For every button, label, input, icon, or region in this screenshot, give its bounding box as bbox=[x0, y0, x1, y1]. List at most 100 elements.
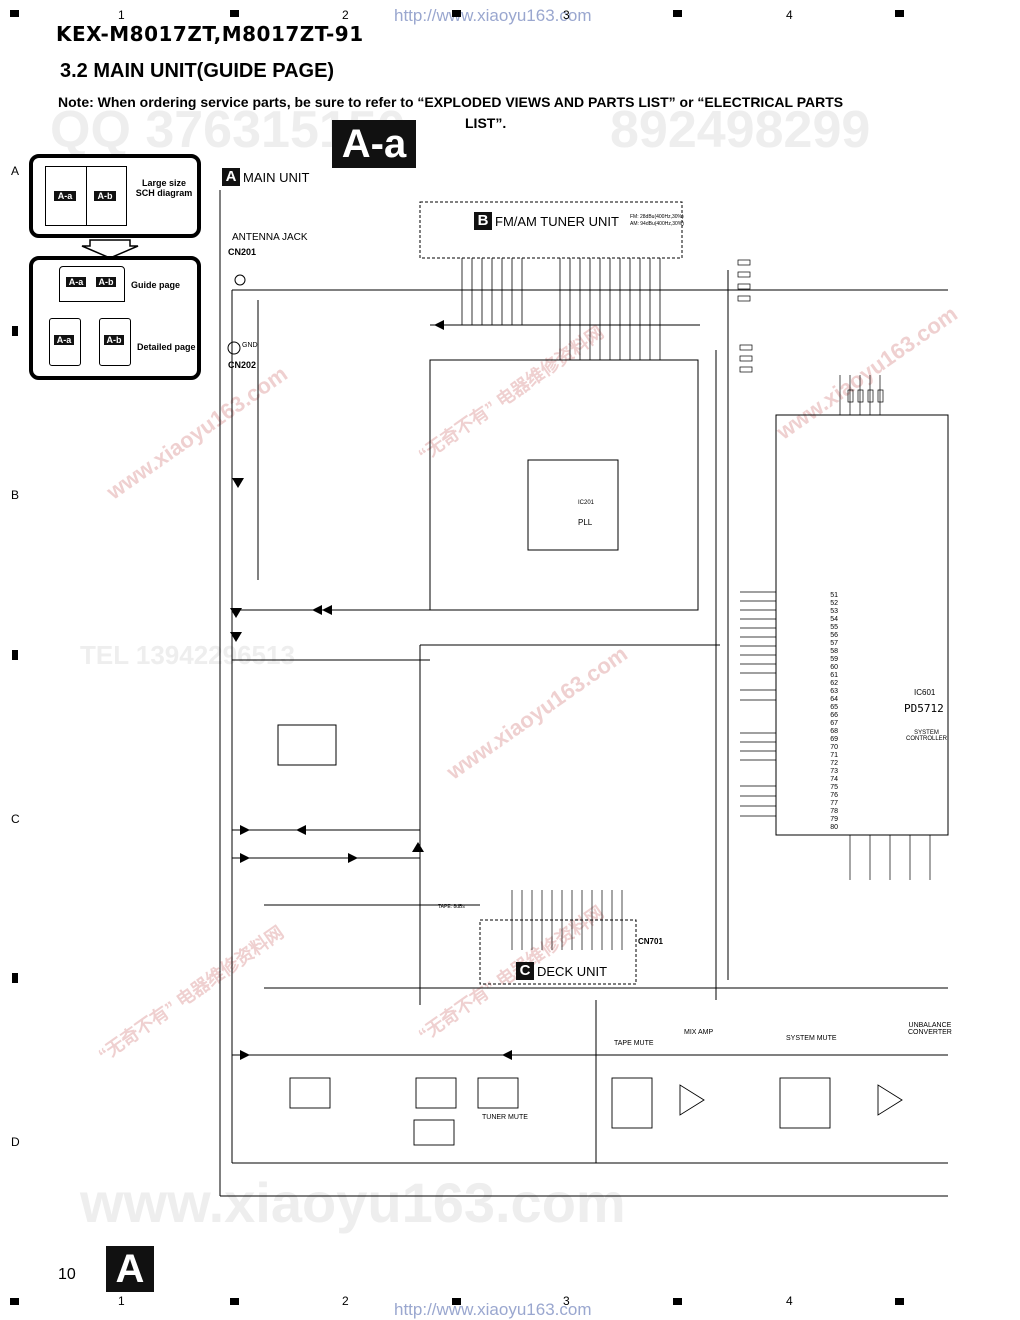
col-1-top: 1 bbox=[118, 8, 125, 22]
pin: 54 bbox=[830, 616, 838, 623]
deck-unit-label: C DECK UNIT bbox=[516, 962, 607, 980]
guide-arrow bbox=[81, 239, 139, 259]
deck-unit-letter: C bbox=[516, 962, 534, 980]
row-tick-3 bbox=[12, 973, 18, 983]
col-1-bottom: 1 bbox=[118, 1294, 125, 1308]
note-line-2: LIST”. bbox=[465, 115, 507, 131]
pin: 73 bbox=[830, 768, 838, 775]
large-label: Large size SCH diagram bbox=[135, 178, 193, 198]
pin: 61 bbox=[830, 672, 838, 679]
pin: 58 bbox=[830, 648, 838, 655]
row-tick-2 bbox=[12, 650, 18, 660]
tick-bottom-2 bbox=[452, 1298, 461, 1305]
main-unit-text: MAIN UNIT bbox=[243, 169, 310, 185]
cn202-label: CN202 bbox=[228, 360, 257, 370]
guide-large-box: A-a A-b Large size SCH diagram bbox=[29, 154, 201, 238]
cn201-label: CN201 bbox=[228, 247, 257, 257]
watermark-qq-number: 892498299 bbox=[610, 101, 871, 159]
pin: 63 bbox=[830, 688, 838, 695]
book-tag-b: A-b bbox=[96, 277, 116, 287]
pin: 75 bbox=[830, 784, 838, 791]
row-a: A bbox=[11, 164, 20, 178]
row-tick-1 bbox=[12, 326, 18, 336]
note-line-1: Note: When ordering service parts, be su… bbox=[58, 94, 844, 110]
mix-amp-label: MIX AMP bbox=[684, 1029, 714, 1036]
ic601-label: IC601 bbox=[914, 688, 936, 697]
pin: 74 bbox=[830, 776, 838, 783]
tick-top-3 bbox=[673, 10, 682, 17]
pd5712-label: PD5712 bbox=[904, 702, 944, 715]
tape-mute-label: TAPE MUTE bbox=[614, 1040, 654, 1047]
large-tag-a: A-a bbox=[54, 191, 76, 201]
tick-bottom-1 bbox=[230, 1298, 239, 1305]
pin: 78 bbox=[830, 808, 838, 815]
pin: 60 bbox=[830, 664, 838, 671]
cn701-label: CN701 bbox=[638, 937, 663, 946]
watermark-tel: TEL 13942296513 bbox=[80, 640, 295, 670]
tuner-unit-letter: B bbox=[474, 212, 492, 230]
page-icon-b: A-b bbox=[99, 318, 131, 366]
pin: 62 bbox=[830, 680, 838, 687]
tape-level-label: TAPE: 8dBs bbox=[438, 904, 465, 910]
tick-top-4 bbox=[895, 10, 904, 17]
main-unit-label: A MAIN UNIT bbox=[222, 168, 309, 186]
deck-unit-text: DECK UNIT bbox=[537, 963, 608, 979]
col-2-bottom: 2 bbox=[342, 1294, 349, 1308]
unbalance-converter-label: UNBALANCE CONVERTER bbox=[908, 1022, 952, 1036]
pin: 77 bbox=[830, 800, 838, 807]
pin: 68 bbox=[830, 728, 838, 735]
col-3-top: 3 bbox=[563, 8, 570, 22]
pin: 56 bbox=[830, 632, 838, 639]
pin: 67 bbox=[830, 720, 838, 727]
system-mute-label: SYSTEM MUTE bbox=[786, 1035, 837, 1042]
pin: 57 bbox=[830, 640, 838, 647]
pin: 51 bbox=[830, 592, 838, 599]
pin: 53 bbox=[830, 608, 838, 615]
pin: 76 bbox=[830, 792, 838, 799]
tick-bottom-0 bbox=[10, 1298, 19, 1305]
large-tag-b: A-b bbox=[94, 191, 116, 201]
col-4-bottom: 4 bbox=[786, 1294, 793, 1308]
page-number: 10 bbox=[58, 1266, 76, 1283]
ic201-label: IC201 bbox=[578, 500, 595, 506]
pin: 80 bbox=[830, 824, 838, 831]
antenna-jack-label: ANTENNA JACK bbox=[232, 232, 308, 243]
row-c: C bbox=[11, 812, 20, 826]
pin: 79 bbox=[830, 816, 838, 823]
book-icon: A-a A-b bbox=[59, 266, 125, 302]
pin: 72 bbox=[830, 760, 838, 767]
bottom-url: http://www.xiaoyu163.com bbox=[394, 1300, 592, 1319]
tick-bottom-4 bbox=[895, 1298, 904, 1305]
row-d: D bbox=[11, 1135, 20, 1149]
tick-bottom-3 bbox=[673, 1298, 682, 1305]
pin: 71 bbox=[830, 752, 838, 759]
row-b: B bbox=[11, 488, 20, 502]
page-tag-b: A-b bbox=[104, 335, 124, 345]
large-sheet-divider bbox=[86, 167, 87, 225]
tick-top-2 bbox=[452, 10, 461, 17]
page-badge: A-a bbox=[332, 120, 416, 168]
col-4-top: 4 bbox=[786, 8, 793, 22]
ic601-pins: 51 52 53 54 55 56 57 58 59 60 61 62 63 6… bbox=[826, 592, 838, 832]
model-number: KEX-M8017ZT,M8017ZT-91 bbox=[56, 22, 364, 46]
pin: 55 bbox=[830, 624, 838, 631]
tick-top-1 bbox=[230, 10, 239, 17]
detail-label: Detailed page bbox=[137, 342, 196, 352]
top-url: http://www.xiaoyu163.com bbox=[394, 6, 592, 25]
page-icon-a: A-a bbox=[49, 318, 81, 366]
large-sheet: A-a A-b bbox=[45, 166, 127, 226]
pll-label: PLL bbox=[578, 518, 593, 527]
tuner-unit-label: B FM/AM TUNER UNIT bbox=[474, 212, 619, 230]
watermark-bottom: www.xiaoyu163.com bbox=[80, 1171, 626, 1234]
section-title: 3.2 MAIN UNIT(GUIDE PAGE) bbox=[60, 60, 335, 82]
pin: 66 bbox=[830, 712, 838, 719]
col-3-bottom: 3 bbox=[563, 1294, 570, 1308]
pin: 69 bbox=[830, 736, 838, 743]
pin: 52 bbox=[830, 600, 838, 607]
tuner-spec-1: FM: 28dBu(400Hz,30%) bbox=[630, 214, 684, 220]
system-controller-label: SYSTEM CONTROLLER bbox=[906, 730, 948, 742]
pin: 65 bbox=[830, 704, 838, 711]
book-tag-a: A-a bbox=[66, 277, 86, 287]
ordering-note: Note: When ordering service parts, be su… bbox=[58, 92, 928, 134]
